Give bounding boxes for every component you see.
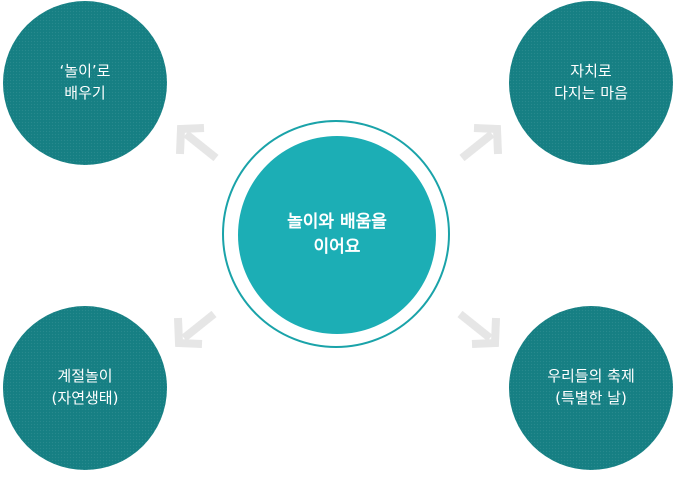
node-top-left-label: ‘놀이’로 배우기 [59,62,111,102]
node-bottom-right: 우리들의 축제 (특별한 날) [509,306,673,470]
node-top-left: ‘놀이’로 배우기 [3,1,167,165]
node-bottom-right-label: 우리들의 축제 (특별한 날) [547,367,635,407]
arrow-to-top-left-icon [176,124,219,162]
center-node-label: 놀이와 배움을 이어요 [287,211,387,258]
arrow-to-top-right-icon [459,124,502,162]
node-bottom-left-label: 계절놀이 (자연생태) [51,367,119,407]
node-top-right: 자치로 다지는 마음 [509,1,673,165]
center-node: 놀이와 배움을 이어요 [238,136,436,334]
arrow-to-bottom-left-icon [174,310,217,348]
node-top-right-label: 자치로 다지는 마음 [554,62,628,102]
arrow-to-bottom-right-icon [457,310,500,348]
node-bottom-left: 계절놀이 (자연생태) [3,306,167,470]
